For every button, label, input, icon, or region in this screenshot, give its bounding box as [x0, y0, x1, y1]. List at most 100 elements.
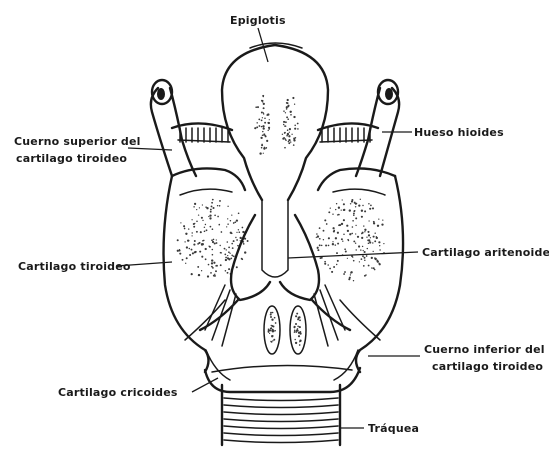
stipple-dot — [367, 231, 369, 233]
stipple-dot — [374, 269, 375, 270]
stipple-dot — [286, 106, 288, 108]
stipple-dot — [264, 118, 266, 120]
stipple-dot — [367, 248, 368, 249]
stipple-dot — [333, 266, 335, 268]
stipple-dot — [359, 261, 360, 262]
stipple-dot — [366, 255, 368, 257]
stipple-dot — [233, 222, 235, 224]
stipple-dot — [263, 127, 265, 129]
stipple-dot — [327, 264, 329, 266]
stipple-dot — [207, 275, 209, 277]
stipple-dot — [368, 239, 370, 241]
stipple-dot — [377, 225, 379, 227]
stipple-dot — [206, 229, 208, 231]
stipple-dot — [218, 224, 220, 226]
stipple-dot — [227, 255, 228, 256]
stipple-dot — [226, 249, 227, 250]
label-arytenoid: Cartilago aritenoide — [422, 246, 549, 259]
stipple-dot — [379, 249, 380, 250]
stipple-dot — [228, 268, 230, 270]
stipple-dot — [285, 121, 287, 123]
stipple-dot — [343, 233, 345, 235]
stipple-dot — [201, 256, 203, 258]
stipple-dot — [346, 225, 348, 227]
stipple-dot — [336, 203, 337, 204]
stipple-dot — [358, 245, 360, 247]
stipple-dot — [210, 211, 212, 213]
stipple-dot — [185, 263, 186, 264]
stipple-dot — [270, 314, 272, 316]
stipple-dot — [332, 243, 334, 245]
stipple-dot — [323, 230, 325, 232]
stipple-dot — [212, 254, 214, 256]
stipple-dot — [284, 147, 286, 149]
stipple-dot — [288, 142, 290, 144]
stipple-dot — [324, 263, 326, 265]
stipple-dot — [368, 242, 370, 244]
stipple-dot — [328, 237, 330, 239]
stipple-dot — [355, 217, 357, 219]
stipple-dot — [371, 257, 373, 259]
labels: Epiglotis Cuerno superior del cartilago … — [14, 14, 549, 435]
stipple-dot — [369, 241, 371, 243]
stipple-dot — [200, 231, 202, 233]
stipple-dot — [345, 250, 347, 252]
stipple-dot — [234, 221, 236, 223]
trachea-ring — [224, 426, 338, 429]
stipple-dot — [193, 206, 194, 207]
stipple-dot — [297, 123, 299, 125]
stipple-dot — [293, 116, 295, 118]
stipple-dot — [227, 257, 229, 259]
stipple-dot — [375, 258, 377, 260]
stipple-dot — [343, 203, 345, 205]
stipple-dot — [212, 228, 214, 230]
stipple-dot — [265, 147, 267, 149]
stipple-dot — [270, 312, 272, 314]
stipple-dot — [226, 226, 227, 227]
stipple-dot — [332, 241, 333, 242]
stipple-dot — [236, 232, 237, 233]
stipple-dot — [197, 266, 199, 268]
stipple-dot — [299, 331, 301, 333]
stipple-dot — [211, 266, 213, 268]
stipple-dot — [179, 253, 181, 255]
stipple-dot — [261, 120, 263, 122]
stipple-dot — [182, 259, 184, 261]
stipple-dot — [373, 251, 374, 252]
label-cricoid: Cartilago cricoides — [58, 386, 178, 399]
stipple-dot — [342, 241, 343, 242]
stipple-dot — [263, 103, 265, 105]
stipple-dot — [355, 225, 356, 226]
arytenoid-cartilages — [200, 215, 350, 346]
stipple-dot — [338, 214, 340, 216]
stipple-dot — [370, 205, 372, 207]
stipple-dot — [297, 328, 299, 330]
stipple-dot — [275, 322, 277, 324]
stipple-dot — [350, 274, 351, 275]
stipple-dot — [343, 273, 345, 275]
stipple-dot — [339, 224, 341, 226]
stipple-dot — [264, 122, 266, 124]
stipple-dot — [217, 216, 219, 218]
stipple-dot — [352, 226, 354, 228]
stipple-dot — [296, 332, 297, 333]
stipple-dot — [184, 241, 185, 242]
stipple-dot — [187, 240, 189, 242]
stipple-dot — [364, 210, 366, 212]
stipple-dot — [324, 261, 326, 263]
stipple-dot — [212, 241, 214, 243]
stipple-dot — [370, 237, 371, 238]
stipple-dot — [355, 233, 356, 234]
stipple-dot — [227, 206, 228, 207]
stipple-dot — [373, 267, 375, 269]
stipple-dot — [224, 254, 226, 256]
leader-lines — [116, 28, 420, 428]
trachea-ring — [224, 419, 338, 422]
stipple-dot — [335, 209, 336, 210]
stipple-dot — [323, 239, 324, 240]
trachea-ring — [224, 398, 338, 401]
stipple-dot — [261, 111, 263, 113]
stipple-dot — [378, 218, 379, 219]
stipple-dot — [233, 240, 235, 242]
stipple-dot — [364, 260, 366, 262]
